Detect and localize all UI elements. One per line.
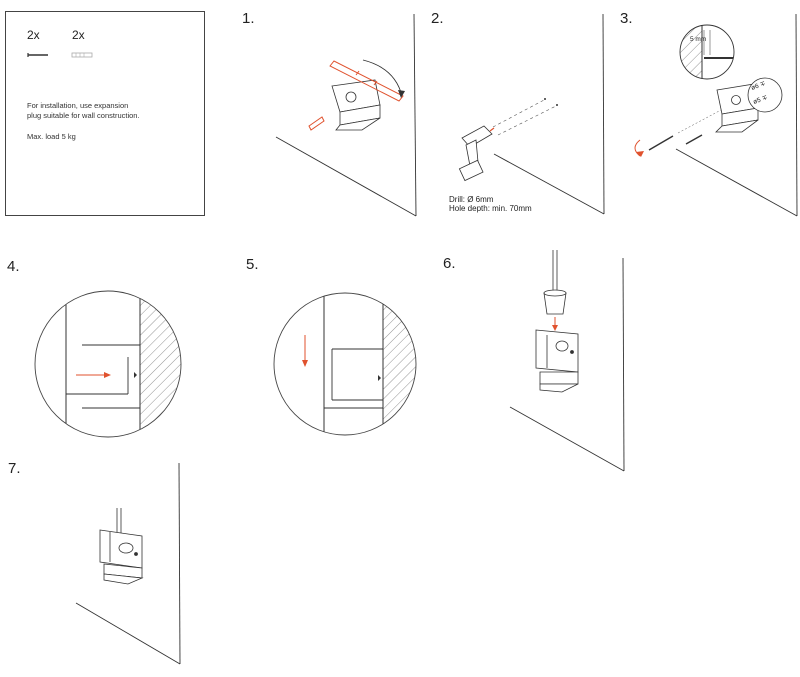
- wall-gap-callout: 5 mm: [679, 24, 735, 80]
- mini-label-b: ø5 ∓: [752, 94, 769, 106]
- screw-count: 2x: [27, 28, 40, 42]
- step-6-label: 6.: [443, 255, 456, 272]
- screw-icon: [27, 53, 48, 57]
- step-6-diagram: [509, 250, 625, 472]
- plug-icon: [308, 116, 325, 131]
- installed-holder: [99, 508, 144, 585]
- holder-bracket: [331, 79, 381, 131]
- step-5-detail: [273, 292, 417, 436]
- screw-size-callout: ø6 ∓ ø5 ∓: [747, 77, 783, 113]
- step-4-detail: [34, 290, 182, 438]
- spirit-level: [329, 60, 404, 102]
- step-5-label: 5.: [246, 256, 259, 273]
- drill-spec: Drill: Ø 6mm: [449, 195, 494, 204]
- step-7-label: 7.: [8, 460, 21, 477]
- parts-box: 2x 2x For installation, use expansion pl…: [5, 11, 205, 216]
- step-7-diagram: [75, 462, 181, 665]
- install-note-line2: plug suitable for wall construction.: [27, 111, 140, 120]
- drill-icon: [458, 125, 495, 182]
- mini-label-a: ø6 ∓: [750, 80, 767, 92]
- expansion-plug-icon: [71, 52, 93, 58]
- step-2-diagram: [458, 13, 605, 215]
- install-note-line1: For installation, use expansion: [27, 101, 129, 110]
- hole-depth-spec: Hole depth: min. 70mm: [449, 204, 532, 213]
- callout-mm-text: 5 mm: [690, 36, 706, 43]
- holder-bracket: [535, 329, 579, 393]
- step-1-diagram: [275, 13, 417, 217]
- plug-count: 2x: [72, 28, 85, 42]
- step-2-label: 2.: [431, 10, 444, 27]
- max-load-note: Max. load 5 kg: [27, 132, 76, 141]
- step-3-diagram: 5 mm ø6 ∓ ø5 ∓: [634, 13, 798, 217]
- step-4-label: 4.: [7, 258, 20, 275]
- parts-icons: [27, 52, 93, 58]
- step-3-label: 3.: [620, 10, 633, 27]
- screw-rotate-arrow: [634, 139, 641, 157]
- toilet-brush: [543, 250, 567, 315]
- holder-bracket: [715, 83, 759, 133]
- step-1-label: 1.: [242, 10, 255, 27]
